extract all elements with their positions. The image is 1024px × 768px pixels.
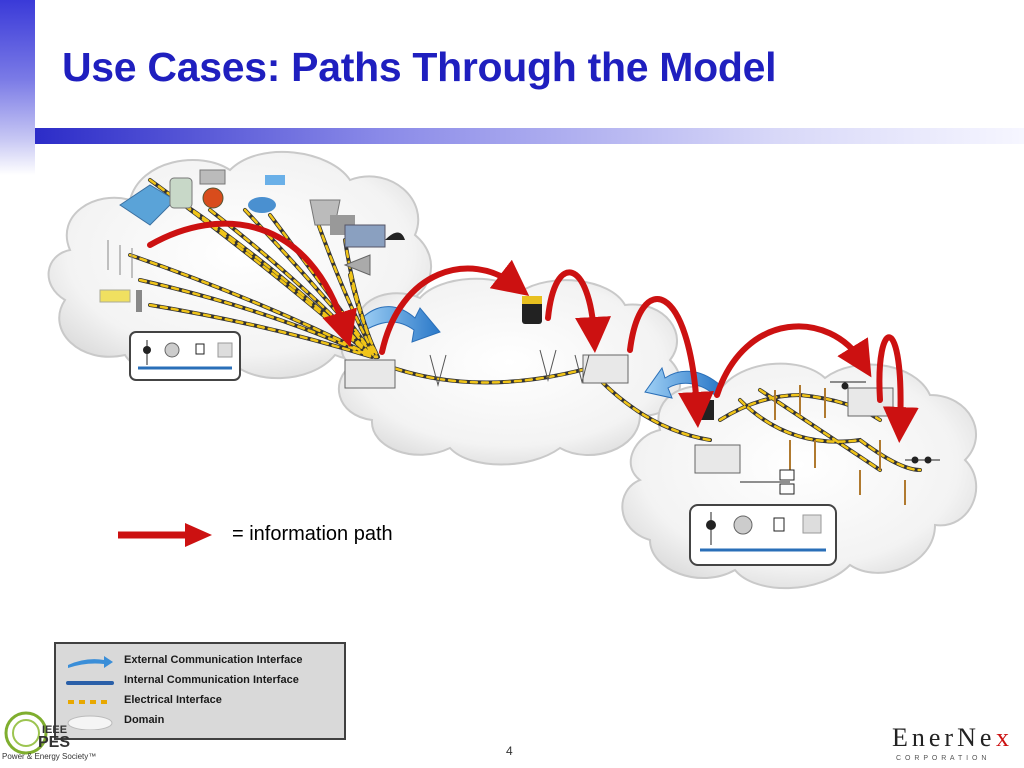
svg-text:x: x bbox=[996, 723, 1009, 752]
info-path-6 bbox=[876, 334, 919, 443]
side-accent-bar bbox=[0, 0, 35, 175]
info-path-5 bbox=[714, 323, 872, 398]
blue-line-icon bbox=[66, 681, 114, 685]
power-plant-icon bbox=[344, 224, 405, 248]
info-path-2 bbox=[379, 259, 530, 355]
legend-row-external: External Communication Interface bbox=[56, 652, 344, 672]
solar-panel-icon bbox=[99, 289, 142, 312]
legend-row-internal: Internal Communication Interface bbox=[56, 672, 344, 692]
switch-symbols bbox=[740, 381, 940, 495]
slide-title: Use Cases: Paths Through the Model bbox=[62, 44, 777, 90]
information-path-legend-arrow bbox=[118, 523, 212, 547]
storage-icon-distribution bbox=[700, 400, 714, 420]
blue-arrow-icon bbox=[68, 656, 113, 668]
info-path-4 bbox=[627, 296, 714, 428]
cloud-icon bbox=[67, 715, 113, 730]
generation-network-box bbox=[129, 331, 241, 381]
utility-pole-icons bbox=[774, 385, 906, 505]
title-underline bbox=[35, 128, 1024, 144]
nuclear-icon bbox=[199, 169, 226, 209]
legend-label: Electrical Interface bbox=[124, 694, 222, 706]
enernex-logo: EnerNe x C O R P O R A T I O N bbox=[892, 723, 1009, 762]
page-number: 4 bbox=[506, 744, 513, 758]
legend-row-electrical: Electrical Interface bbox=[56, 692, 344, 712]
svg-text:IEEE: IEEE bbox=[42, 724, 67, 736]
legend-box: External Communication Interface Interna… bbox=[54, 642, 346, 740]
legend-row-domain: Domain bbox=[56, 712, 344, 732]
battery-icon bbox=[522, 296, 542, 324]
pes-tagline: Power & Energy Society™ bbox=[2, 752, 97, 761]
info-path-3 bbox=[545, 269, 612, 353]
legend-label: External Communication Interface bbox=[124, 654, 303, 666]
external-comm-arrow-1 bbox=[359, 306, 441, 343]
information-paths bbox=[147, 220, 919, 443]
generation-assets bbox=[99, 169, 405, 312]
transmission-tower-icons bbox=[429, 349, 590, 387]
info-path-1 bbox=[147, 220, 357, 348]
solar-dish-icon bbox=[248, 175, 285, 213]
svg-text:C O R P O R A T I O N: C O R P O R A T I O N bbox=[896, 755, 987, 762]
substation-icons bbox=[344, 354, 894, 474]
ieee-pes-logo: IEEE PES bbox=[4, 711, 70, 755]
storage-tank-icon bbox=[169, 177, 193, 209]
turbine-icon bbox=[343, 254, 371, 276]
distribution-network-box bbox=[689, 504, 837, 566]
external-comm-arrow-2 bbox=[644, 366, 721, 399]
dashed-yellow-line-icon bbox=[68, 700, 112, 704]
svg-text:EnerNe: EnerNe bbox=[892, 723, 995, 752]
legend-label: Internal Communication Interface bbox=[124, 674, 299, 686]
legend-label: Domain bbox=[124, 714, 165, 726]
svg-text:PES: PES bbox=[38, 734, 70, 751]
information-path-label: = information path bbox=[232, 523, 393, 545]
wind-turbine-icon bbox=[107, 240, 133, 278]
